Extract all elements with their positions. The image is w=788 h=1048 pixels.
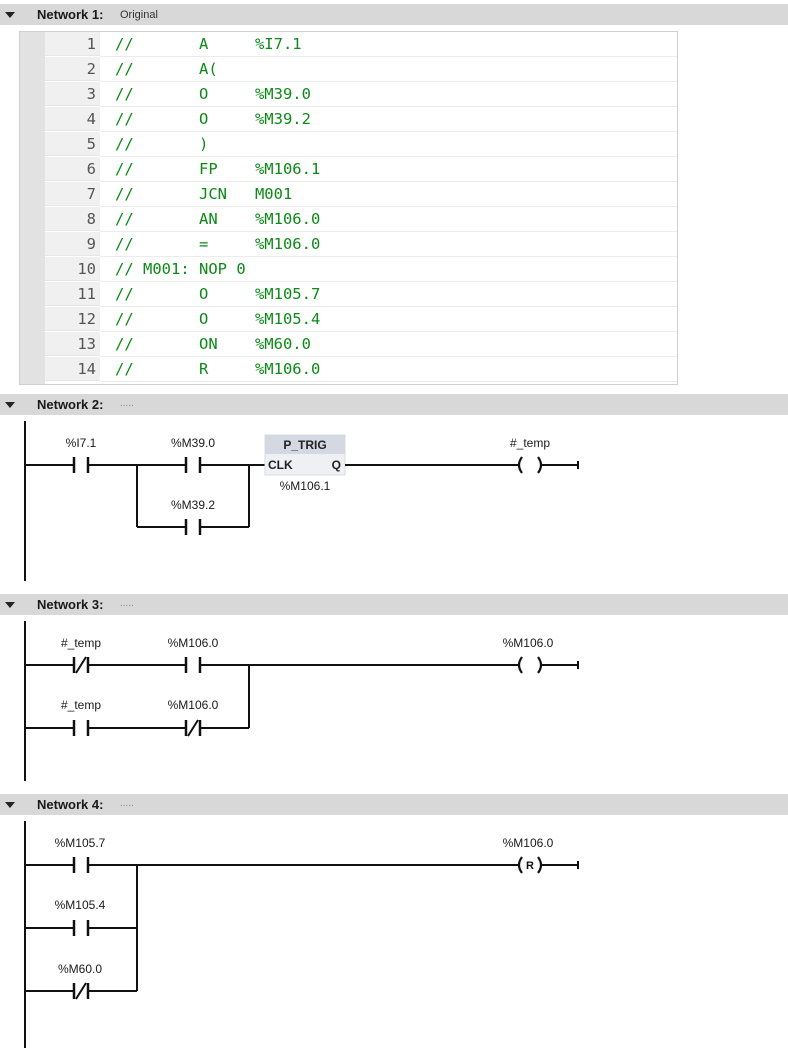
line-number: 3	[45, 82, 100, 106]
collapse-triangle-icon[interactable]	[5, 602, 15, 608]
line-number: 8	[45, 207, 100, 231]
network-comment[interactable]: .....	[120, 598, 134, 609]
line-number: 12	[45, 307, 100, 331]
contact-nc[interactable]	[184, 719, 202, 737]
block-operand[interactable]: %M106.1	[280, 479, 331, 493]
reset-coil[interactable]: R	[517, 856, 543, 874]
block-output-pin: Q	[332, 458, 341, 472]
network-1-header[interactable]: Network 1: Original	[0, 4, 788, 25]
code-text[interactable]: // ON %M60.0	[115, 335, 311, 353]
code-line[interactable]: 5 // )	[45, 132, 677, 157]
contact-operand[interactable]: %I7.1	[66, 436, 97, 450]
contact-operand[interactable]: %M39.2	[171, 498, 215, 512]
network-3-header[interactable]: Network 3: .....	[0, 594, 788, 615]
contact-no[interactable]	[72, 720, 90, 736]
code-text[interactable]: // O %M105.7	[115, 285, 321, 303]
contact-operand[interactable]: %M39.0	[171, 436, 215, 450]
contact-no[interactable]	[72, 457, 90, 473]
contact-operand[interactable]: %M105.4	[55, 898, 106, 912]
contact-nc[interactable]	[72, 656, 90, 674]
network-title: Network 1:	[37, 7, 104, 22]
block-name: P_TRIG	[283, 438, 326, 452]
contact-no[interactable]	[184, 457, 202, 473]
code-line[interactable]: 6 // FP %M106.1	[45, 157, 677, 182]
code-text[interactable]: // A %I7.1	[115, 35, 302, 53]
code-line[interactable]: 13 // ON %M60.0	[45, 332, 677, 357]
line-number: 1	[45, 32, 100, 56]
contact-no[interactable]	[72, 920, 90, 936]
network-title: Network 4:	[37, 797, 104, 812]
code-line[interactable]: 11 // O %M105.7	[45, 282, 677, 307]
line-number: 2	[45, 57, 100, 81]
code-line[interactable]: 2 // A(	[45, 57, 677, 82]
code-text[interactable]: // M001: NOP 0	[115, 260, 246, 278]
contact-operand[interactable]: #_temp	[61, 636, 101, 650]
network-title: Network 3:	[37, 597, 104, 612]
line-number: 10	[45, 257, 100, 281]
line-number: 6	[45, 157, 100, 181]
code-text[interactable]: // O %M39.2	[115, 110, 311, 128]
contact-operand[interactable]: %M60.0	[58, 962, 102, 976]
line-number: 4	[45, 107, 100, 131]
code-lines: 1 // A %I7.1 2 // A( 3 // O %M39.0 4 // O %M39.…	[45, 32, 677, 382]
network-4-header[interactable]: Network 4: .....	[0, 794, 788, 815]
code-line[interactable]: 3 // O %M39.0	[45, 82, 677, 107]
coil[interactable]	[517, 656, 543, 674]
code-line[interactable]: 14 // R %M106.0	[45, 357, 677, 382]
collapse-triangle-icon[interactable]	[5, 402, 15, 408]
coil[interactable]	[517, 456, 543, 474]
code-line[interactable]: 7 // JCN M001	[45, 182, 677, 207]
line-number: 13	[45, 332, 100, 356]
network-2-header[interactable]: Network 2: .....	[0, 394, 788, 415]
line-number: 5	[45, 132, 100, 156]
collapse-triangle-icon[interactable]	[5, 802, 15, 808]
contact-operand[interactable]: %M105.7	[55, 836, 106, 850]
code-text[interactable]: // JCN M001	[115, 185, 293, 203]
code-text[interactable]: // R %M106.0	[115, 360, 321, 378]
coil-operand[interactable]: %M106.0	[503, 636, 554, 650]
code-text[interactable]: // O %M39.0	[115, 85, 311, 103]
contact-nc[interactable]	[72, 982, 90, 1000]
contact-operand[interactable]: %M106.0	[168, 698, 219, 712]
code-text[interactable]: // O %M105.4	[115, 310, 321, 328]
network-comment[interactable]: .....	[120, 798, 134, 809]
code-line[interactable]: 4 // O %M39.2	[45, 107, 677, 132]
network-comment[interactable]: .....	[120, 398, 134, 409]
line-number: 11	[45, 282, 100, 306]
contact-no[interactable]	[72, 857, 90, 873]
coil-operand[interactable]: #_temp	[510, 436, 550, 450]
p-trig-block[interactable]: P_TRIG CLK Q	[264, 434, 346, 476]
network-3-ladder: #_temp %M106.0 #_temp %M106.0 %M106.0	[24, 621, 579, 781]
contact-operand[interactable]: %M106.0	[168, 636, 219, 650]
collapse-triangle-icon[interactable]	[5, 12, 15, 18]
block-input-pin: CLK	[268, 458, 293, 472]
code-text[interactable]: // )	[115, 135, 209, 153]
code-line[interactable]: 1 // A %I7.1	[45, 32, 677, 57]
coil-operand[interactable]: %M106.0	[503, 836, 554, 850]
network-comment[interactable]: Original	[120, 9, 158, 21]
code-line[interactable]: 9 // = %M106.0	[45, 232, 677, 257]
network-title: Network 2:	[37, 397, 104, 412]
code-gutter	[20, 32, 45, 384]
code-line[interactable]: 12 // O %M105.4	[45, 307, 677, 332]
contact-no[interactable]	[184, 519, 202, 535]
code-text[interactable]: // FP %M106.1	[115, 160, 321, 178]
network-2-ladder: %I7.1 %M39.0 %M39.2 P_TRIG CLK Q %M106.1…	[24, 421, 579, 581]
code-text[interactable]: // = %M106.0	[115, 235, 321, 253]
contact-no[interactable]	[184, 657, 202, 673]
code-line[interactable]: 8 // AN %M106.0	[45, 207, 677, 232]
coil-type: R	[526, 860, 534, 872]
code-text[interactable]: // AN %M106.0	[115, 210, 321, 228]
code-line[interactable]: 10 // M001: NOP 0	[45, 257, 677, 282]
line-number: 9	[45, 232, 100, 256]
line-number: 7	[45, 182, 100, 206]
line-number: 14	[45, 357, 100, 381]
network-4-ladder: %M105.7 %M105.4 %M60.0 R %M106.0	[24, 821, 579, 1048]
contact-operand[interactable]: #_temp	[61, 698, 101, 712]
code-text[interactable]: // A(	[115, 60, 218, 78]
stl-code-editor[interactable]: 1 // A %I7.1 2 // A( 3 // O %M39.0 4 // O %M39.…	[19, 31, 678, 385]
